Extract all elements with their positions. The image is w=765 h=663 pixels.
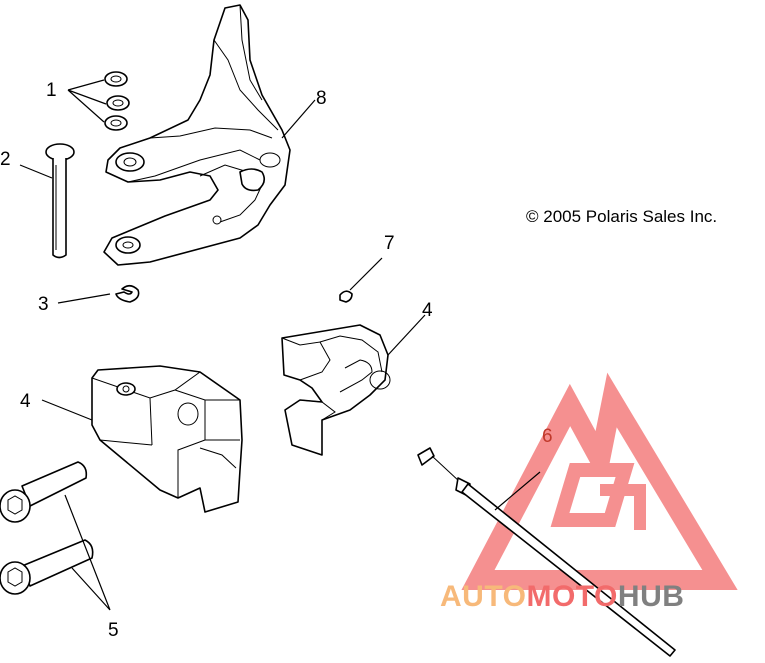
watermark-logo bbox=[461, 372, 738, 590]
callout-3: 3 bbox=[38, 294, 49, 315]
leader-8 bbox=[281, 99, 316, 139]
leader-2 bbox=[19, 164, 53, 179]
callout-5: 5 bbox=[108, 620, 119, 641]
callout-4-left: 4 bbox=[20, 391, 31, 412]
copyright-text: © 2005 Polaris Sales Inc. bbox=[526, 207, 717, 226]
washers bbox=[104, 71, 130, 131]
callout-2: 2 bbox=[0, 149, 11, 170]
small-clip bbox=[339, 290, 353, 303]
bolt-lower bbox=[0, 539, 94, 595]
leader-6 bbox=[494, 471, 541, 511]
leader-1 bbox=[67, 79, 107, 123]
callout-4-right: 4 bbox=[422, 300, 433, 321]
watermark-moto: MOTO bbox=[526, 580, 617, 613]
leader-4b bbox=[387, 314, 426, 356]
callout-7: 7 bbox=[384, 233, 395, 254]
leader-4a bbox=[41, 399, 93, 421]
block-large bbox=[91, 365, 243, 513]
watermark-auto: AUTO bbox=[440, 580, 526, 613]
pin bbox=[45, 143, 75, 259]
cable bbox=[417, 447, 676, 657]
leader-5 bbox=[64, 494, 111, 611]
watermark-hub: HUB bbox=[618, 580, 685, 613]
leader-3 bbox=[57, 293, 111, 304]
block-small bbox=[281, 324, 391, 456]
callout-6: 6 bbox=[542, 426, 553, 447]
callout-8: 8 bbox=[316, 88, 327, 109]
bracket bbox=[103, 4, 291, 266]
bolt-upper bbox=[0, 461, 88, 523]
callout-1: 1 bbox=[46, 80, 57, 101]
leader-7 bbox=[349, 257, 383, 291]
e-clip bbox=[115, 284, 140, 303]
watermark-text: AUTOMOTOHUB bbox=[440, 580, 684, 613]
